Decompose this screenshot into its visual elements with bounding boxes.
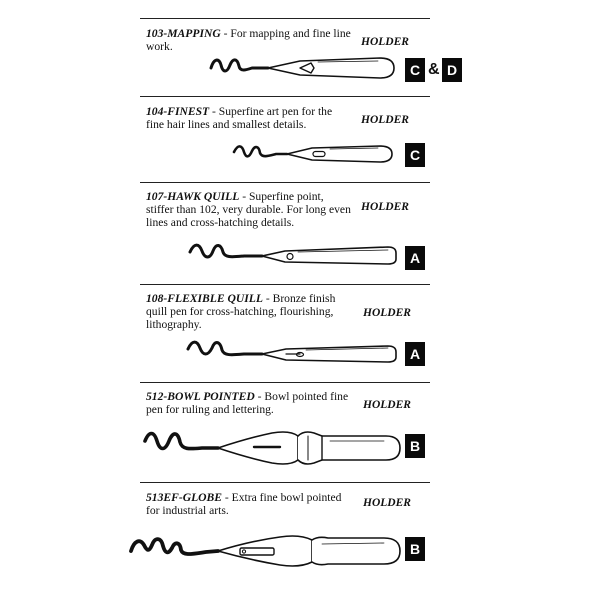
pen-nib-icon [188, 243, 397, 265]
pen-text: - Bronze finish quill pen for cross-hatc… [146, 292, 336, 331]
holder-badge: C [405, 58, 425, 82]
pen-name: 104-FINEST [146, 105, 210, 118]
pen-description: 512-BOWL POINTED - Bowl pointed fine pen… [146, 390, 351, 416]
holder-badge: D [442, 58, 462, 82]
holder-label: HOLDER [361, 114, 409, 126]
divider [140, 482, 430, 483]
holder-badge: C [405, 143, 425, 167]
pen-entry-104-finest: 104-FINEST - Superfine art pen for the f… [146, 105, 351, 131]
pen-text: - Extra fine bowl pointed for industrial… [146, 491, 342, 517]
holder-badge: B [405, 434, 425, 458]
holder-label: HOLDER [363, 497, 411, 509]
pen-entry-103-mapping: 103-MAPPING - For mapping and fine line … [146, 27, 351, 53]
pen-nib-icon [143, 431, 401, 465]
holder-badge: A [405, 342, 425, 366]
pen-nib-icon [129, 535, 401, 567]
ampersand: & [428, 61, 440, 78]
divider [140, 284, 430, 285]
holder-label: HOLDER [363, 399, 411, 411]
pen-nib-icon [209, 57, 395, 79]
pen-description: 108-FLEXIBLE QUILL - Bronze finish quill… [146, 292, 351, 331]
pen-entry-512-bowl-pointed: 512-BOWL POINTED - Bowl pointed fine pen… [146, 390, 351, 416]
divider [140, 18, 430, 19]
pen-entry-107-hawk-quill: 107-HAWK QUILL - Superfine point, stiffe… [146, 190, 351, 229]
pen-entry-513ef-globe: 513EF-GLOBE - Extra fine bowl pointed fo… [146, 491, 351, 517]
pen-name: 103-MAPPING [146, 27, 221, 40]
holder-label: HOLDER [361, 36, 409, 48]
divider [140, 382, 430, 383]
pen-nib-icon [232, 145, 393, 163]
holder-badge: B [405, 537, 425, 561]
holder-label: HOLDER [363, 307, 411, 319]
pen-description: 103-MAPPING - For mapping and fine line … [146, 27, 351, 53]
divider [140, 96, 430, 97]
pen-text: - Superfine point, stiffer than 102, ver… [146, 190, 351, 229]
holder-badge: A [405, 246, 425, 270]
pen-description: 104-FINEST - Superfine art pen for the f… [146, 105, 351, 131]
pen-text: - Bowl pointed fine pen for ruling and l… [146, 390, 349, 416]
pen-text: - For mapping and fine line work. [146, 27, 351, 53]
pen-description: 513EF-GLOBE - Extra fine bowl pointed fo… [146, 491, 351, 517]
pen-name: 513EF-GLOBE [146, 491, 223, 504]
pen-entry-108-flexible-quill: 108-FLEXIBLE QUILL - Bronze finish quill… [146, 292, 351, 331]
divider [140, 182, 430, 183]
pen-name: 512-BOWL POINTED [146, 390, 255, 403]
pen-description: 107-HAWK QUILL - Superfine point, stiffe… [146, 190, 351, 229]
pen-name: 108-FLEXIBLE QUILL [146, 292, 263, 305]
pen-name: 107-HAWK QUILL [146, 190, 240, 203]
holder-label: HOLDER [361, 201, 409, 213]
pen-text: - Superfine art pen for the fine hair li… [146, 105, 333, 131]
pen-nib-icon [186, 340, 397, 363]
